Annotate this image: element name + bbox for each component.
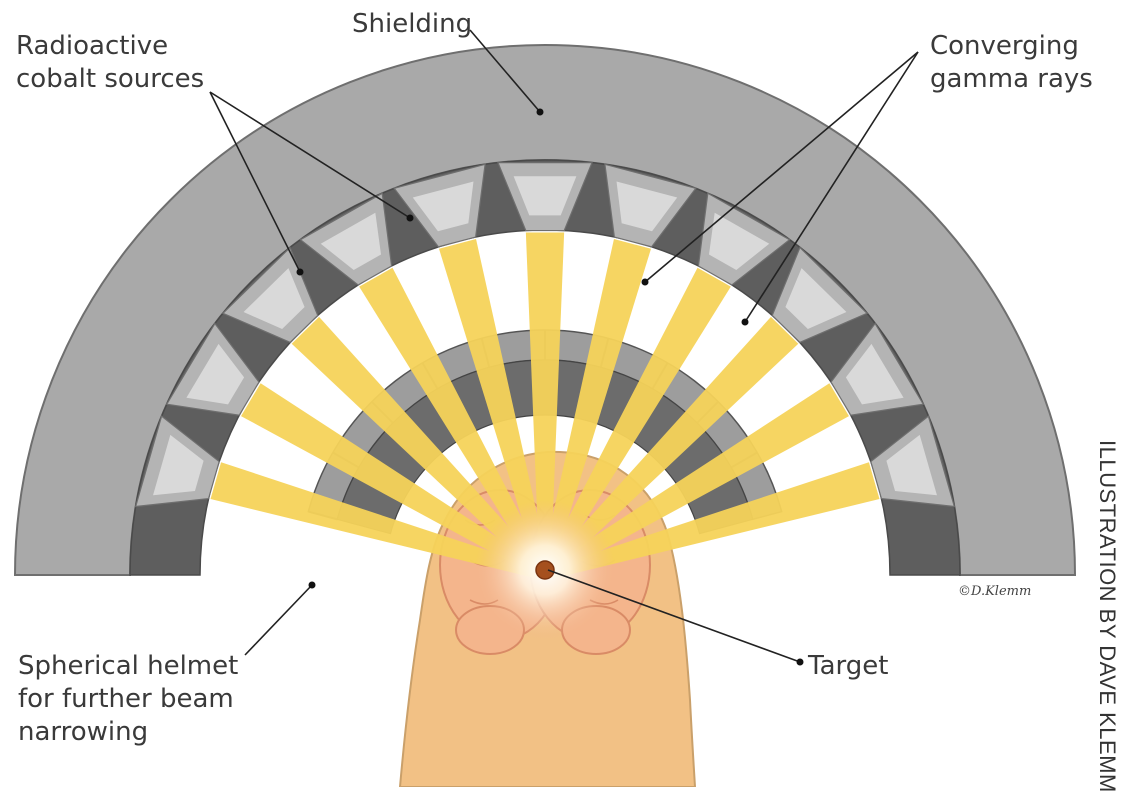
converging-label-line2: gamma rays: [930, 63, 1093, 96]
radioactive-leader-2-dot: [407, 215, 414, 222]
converging-gamma-label: Converging gamma rays: [930, 30, 1093, 96]
converging-leader-1-dot: [642, 279, 649, 286]
helmet-leader: [245, 585, 312, 655]
target-label: Target: [808, 650, 888, 683]
target-leader-dot: [797, 659, 804, 666]
helmet-label-line3: narrowing: [18, 716, 238, 749]
radioactive-cobalt-label: Radioactive cobalt sources: [16, 30, 204, 96]
helmet-label-line1: Spherical helmet: [18, 650, 238, 683]
illustration-credit: ILLUSTRATION BY DAVE KLEMM: [1094, 440, 1120, 793]
radioactive-leader-1-dot: [297, 269, 304, 276]
converging-leader-2-dot: [742, 319, 749, 326]
shielding-label: Shielding: [352, 8, 472, 41]
artist-signature: ©D.Klemm: [958, 584, 1031, 599]
converging-label-line1: Converging: [930, 30, 1093, 63]
helmet-label: Spherical helmet for further beam narrow…: [18, 650, 238, 749]
radioactive-label-line2: cobalt sources: [16, 63, 204, 96]
shielding-leader-dot: [537, 109, 544, 116]
helmet-leader-dot: [309, 582, 316, 589]
radioactive-label-line1: Radioactive: [16, 30, 204, 63]
helmet-label-line2: for further beam: [18, 683, 238, 716]
target-dot: [536, 561, 554, 579]
